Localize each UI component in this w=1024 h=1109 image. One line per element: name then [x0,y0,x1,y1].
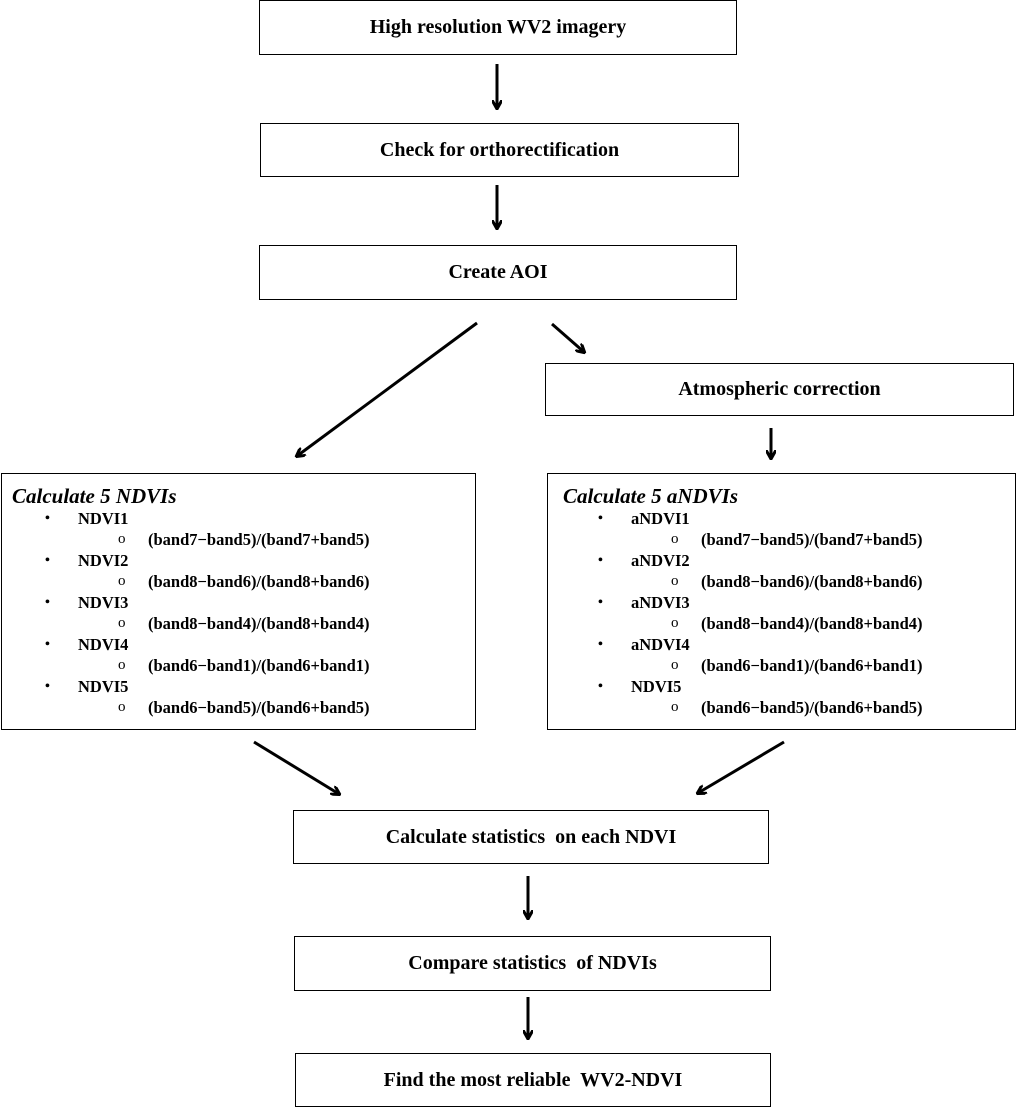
bullet-icon: • [598,553,603,568]
arrow-aoi-to-atmos [551,322,584,352]
bullet-icon: • [45,595,50,610]
item-name: NDVI1 [78,509,129,528]
item-name: NDVI5 [78,677,129,696]
item-formula: (band8−band6)/(band8+band6) [701,572,923,591]
sub-bullet-icon: o [118,531,126,547]
list-item: • aNDVI1 o (band7−band5)/(band7+band5) [558,508,1015,550]
item-formula: (band7−band5)/(band7+band5) [701,530,923,549]
calculate-statistics-label: Calculate statistics on each NDVI [385,825,677,848]
bullet-icon: • [598,511,603,526]
list-item: • NDVI2 o (band8−band6)/(band8+band6) [12,550,475,592]
item-formula: (band6−band1)/(band6+band1) [701,656,923,675]
bullet-icon: • [45,553,50,568]
list-item: • aNDVI3 o (band8−band4)/(band8+band4) [558,592,1015,634]
item-name: aNDVI3 [631,593,690,612]
item-formula: (band7−band5)/(band7+band5) [148,530,370,549]
list-item: • NDVI5 o (band6−band5)/(band6+band5) [558,676,1015,718]
ndvi-list: • NDVI1 o (band7−band5)/(band7+band5) • NDV… [12,508,475,718]
andvi-panel: Calculate 5 aNDVIs • aNDVI1 o (band7−band5… [547,473,1016,730]
sub-bullet-icon: o [118,573,126,589]
andvi-list: • aNDVI1 o (band7−band5)/(band7+band5) • aN… [558,508,1015,718]
item-name: NDVI3 [78,593,129,612]
list-item: • NDVI3 o (band8−band4)/(band8+band4) [12,592,475,634]
item-formula: (band6−band1)/(band6+band1) [148,656,370,675]
item-name: NDVI5 [631,677,682,696]
sub-bullet-icon: o [118,699,126,715]
sub-bullet-icon: o [671,573,679,589]
orthorectification-box: Check for orthorectification [260,123,739,177]
compare-statistics-label: Compare statistics of NDVIs [408,952,657,974]
ndvi-panel-title: Calculate 5 NDVIs [12,484,177,508]
compare-statistics-box: Compare statistics of NDVIs [294,936,771,991]
bullet-icon: • [598,637,603,652]
item-formula: (band6−band5)/(band6+band5) [701,698,923,717]
list-item: • NDVI5 o (band6−band5)/(band6+band5) [12,676,475,718]
item-formula: (band8−band6)/(band8+band6) [148,572,370,591]
find-reliable-box: Find the most reliable WV2-NDVI [295,1053,771,1107]
list-item: • NDVI1 o (band7−band5)/(band7+band5) [12,508,475,550]
item-name: aNDVI4 [631,635,690,654]
item-formula: (band6−band5)/(band6+band5) [148,698,370,717]
arrow-aoi-to-left-panel [297,321,478,456]
atmospheric-correction-box: Atmospheric correction [545,363,1014,416]
bullet-icon: • [598,595,603,610]
item-name: NDVI4 [78,635,129,654]
create-aoi-box: Create AOI [259,245,737,300]
bullet-icon: • [45,637,50,652]
bullet-icon: • [45,511,50,526]
find-reliable-label: Find the most reliable WV2-NDVI [383,1068,683,1091]
list-item: • aNDVI4 o (band6−band1)/(band6+band1) [558,634,1015,676]
orthorectification-label: Check for orthorectification [379,138,620,161]
imagery-box: High resolution WV2 imagery [259,0,737,55]
arrow-left-panel-to-stats [253,740,339,794]
calculate-statistics-box: Calculate statistics on each NDVI [293,810,769,864]
item-formula: (band8−band4)/(band8+band4) [701,614,923,633]
list-item: • aNDVI2 o (band8−band6)/(band8+band6) [558,550,1015,592]
item-name: aNDVI2 [631,551,690,570]
atmospheric-correction-label: Atmospheric correction [678,378,881,400]
sub-bullet-icon: o [118,657,126,673]
item-formula: (band8−band4)/(band8+band4) [148,614,370,633]
sub-bullet-icon: o [671,531,679,547]
bullet-icon: • [598,679,603,694]
sub-bullet-icon: o [118,615,126,631]
list-item: • NDVI4 o (band6−band1)/(band6+band1) [12,634,475,676]
andvi-panel-title: Calculate 5 aNDVIs [563,484,739,508]
arrow-right-panel-to-stats [698,740,785,793]
sub-bullet-icon: o [671,657,679,673]
sub-bullet-icon: o [671,615,679,631]
imagery-label: High resolution WV2 imagery [369,16,627,38]
sub-bullet-icon: o [671,699,679,715]
item-name: aNDVI1 [631,509,690,528]
bullet-icon: • [45,679,50,694]
ndvi-panel: Calculate 5 NDVIs • NDVI1 o (band7−band5)/… [1,473,476,730]
create-aoi-label: Create AOI [448,261,548,283]
item-name: NDVI2 [78,551,129,570]
